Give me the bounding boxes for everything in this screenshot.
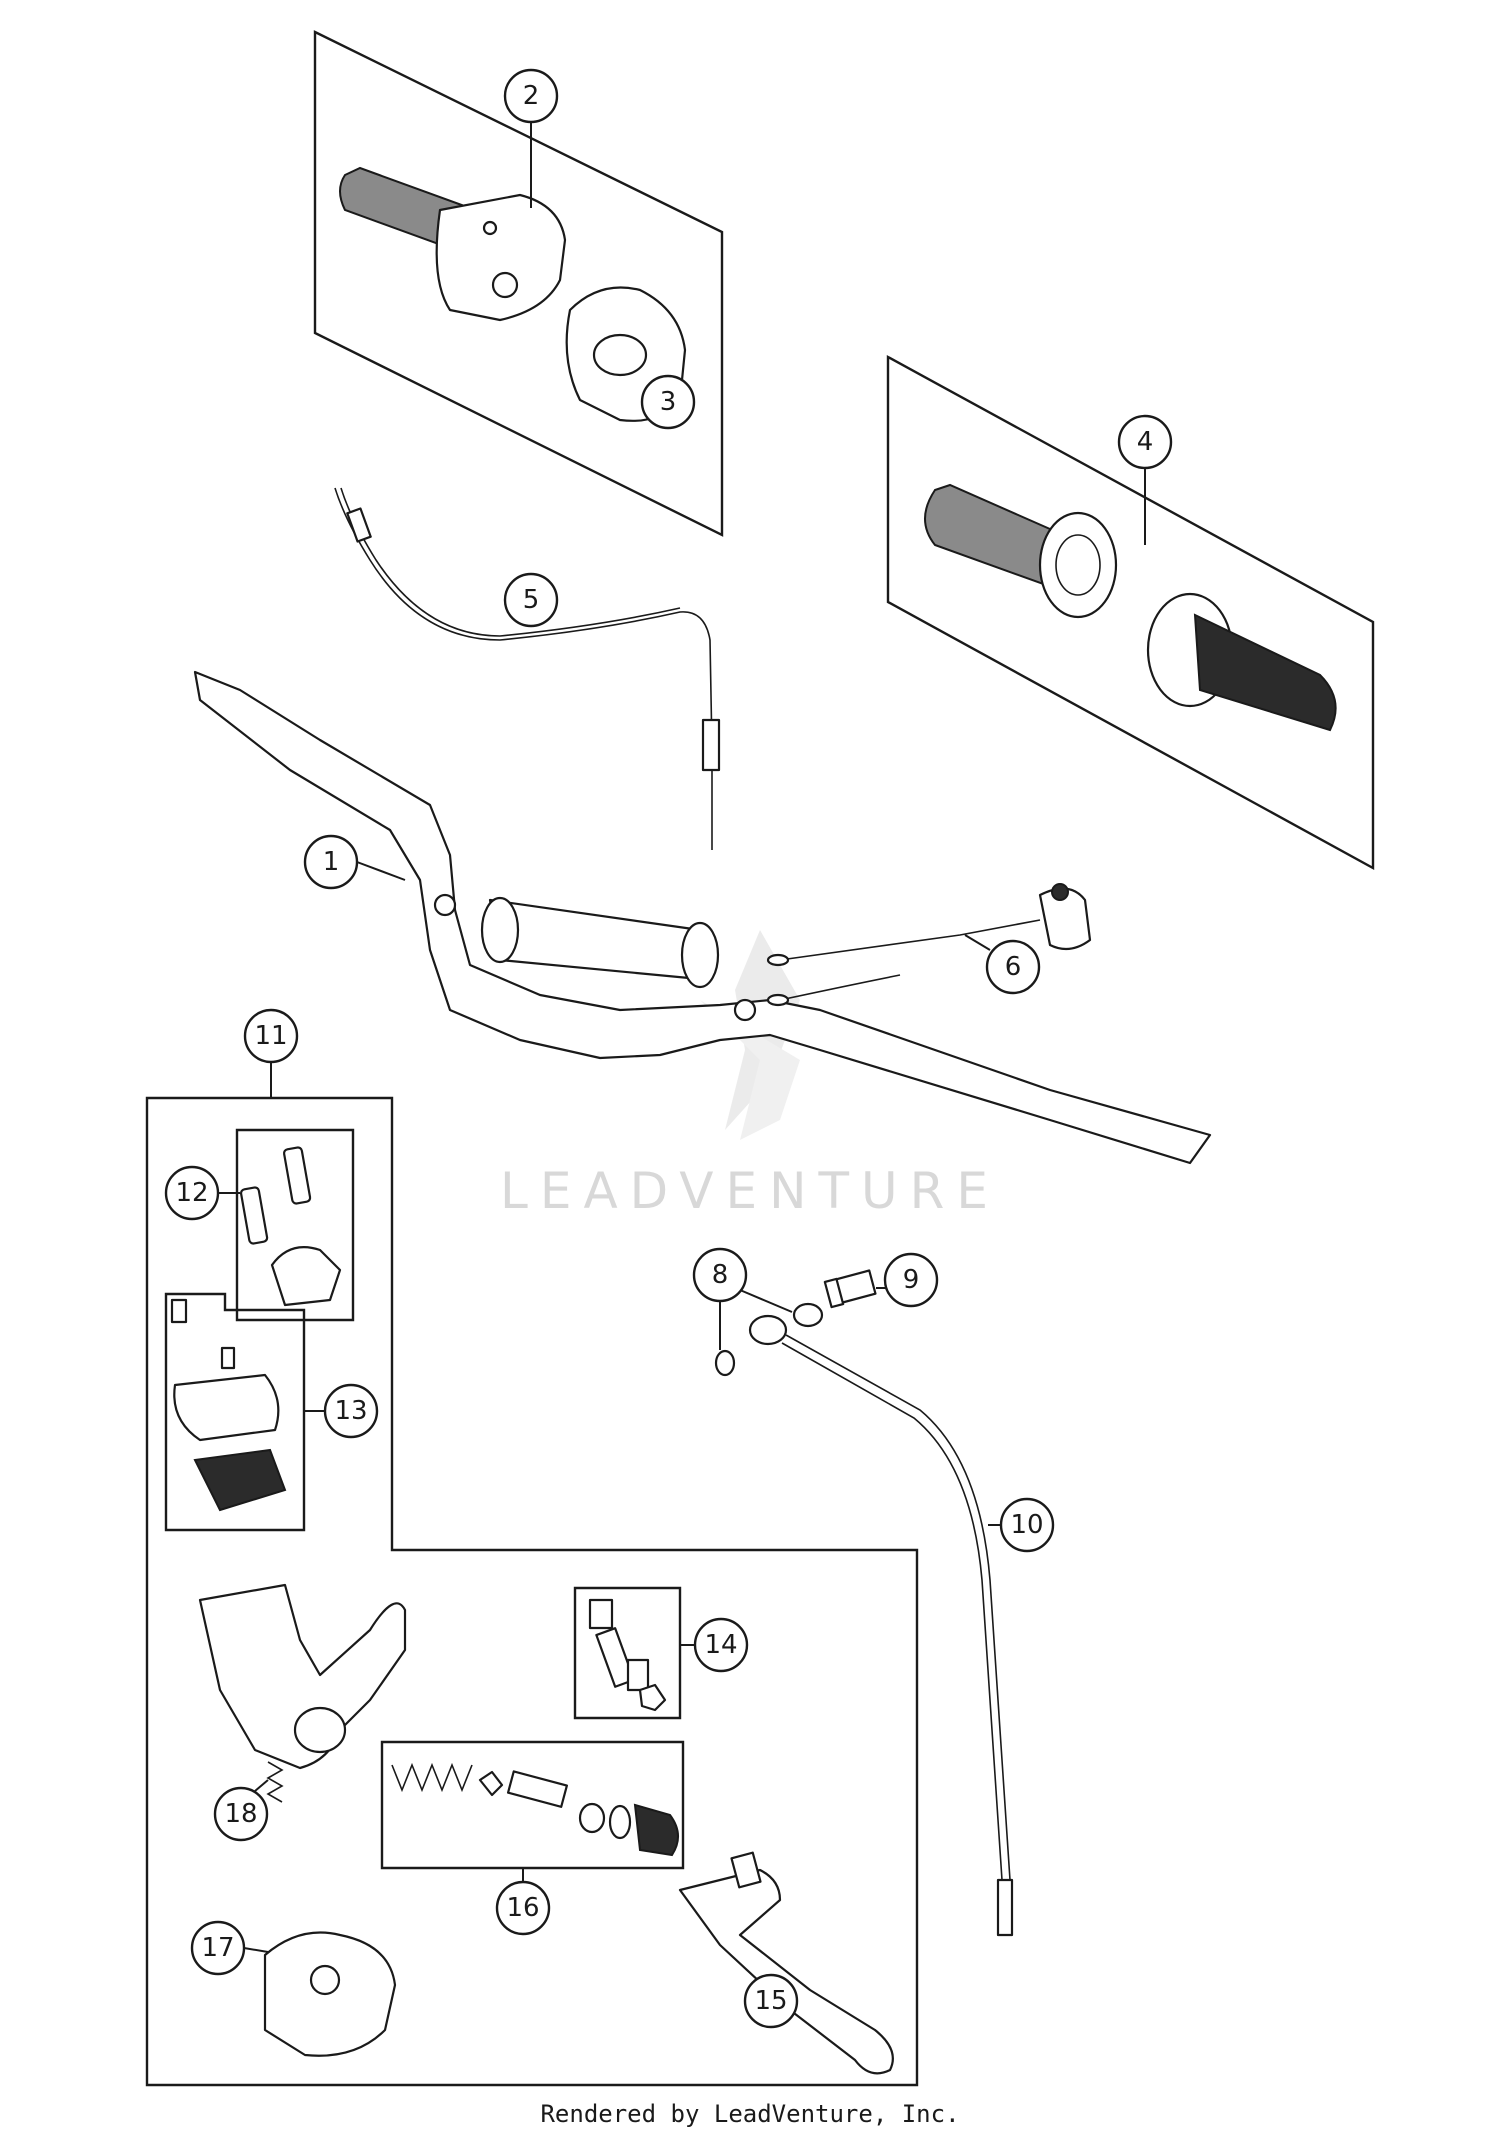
kill-switch-part (766, 883, 1092, 1007)
left-grip-part (924, 483, 1118, 619)
callout-15: 15 (743, 1973, 799, 2029)
throttle-cable-part (334, 487, 721, 850)
handlebar-part (193, 670, 1212, 1165)
dust-cover-part (263, 1931, 397, 2057)
callout-11: 11 (243, 1008, 299, 1064)
callout-14: 14 (693, 1617, 749, 1673)
throttle-panel (313, 30, 724, 537)
callout-9-label: 9 (903, 1265, 920, 1295)
callout-17: 17 (190, 1920, 246, 1976)
callout-5-label: 5 (523, 585, 540, 615)
clamp-part (239, 1146, 342, 1307)
callout-12: 12 (164, 1165, 220, 1221)
callout-14-label: 14 (704, 1630, 737, 1660)
callout-15-label: 15 (754, 1986, 787, 2016)
callout-5: 5 (503, 572, 559, 628)
piston-kit-subpanel (380, 1740, 685, 1870)
piston-kit-part (391, 1762, 679, 1857)
callout-8-label: 8 (712, 1260, 729, 1290)
brake-lever-part (678, 1851, 894, 2075)
callout-16: 16 (495, 1880, 551, 1936)
master-cylinder-part (198, 1583, 407, 1770)
credit-text: Rendered by LeadVenture, Inc. (540, 2100, 960, 2128)
callout-10: 10 (999, 1497, 1055, 1553)
reservoir-cover-part (170, 1298, 287, 1512)
reservoir-cover-subpanel (164, 1292, 306, 1532)
brake-hose-part (748, 1314, 1014, 1937)
callout-13: 13 (323, 1383, 379, 1439)
callout-10-label: 10 (1010, 1510, 1043, 1540)
callout-2: 2 (503, 68, 559, 124)
callout-18-label: 18 (224, 1799, 257, 1829)
washer-part (714, 1302, 824, 1377)
callout-13-label: 13 (334, 1396, 367, 1426)
callout-3: 3 (640, 374, 696, 430)
callout-6: 6 (985, 939, 1041, 995)
callout-1: 1 (303, 834, 359, 890)
callout-12-label: 12 (175, 1178, 208, 1208)
callout-18: 18 (213, 1786, 269, 1842)
throttle-grip-part (339, 166, 567, 322)
callout-9: 9 (883, 1252, 939, 1308)
callout-8: 8 (692, 1247, 748, 1303)
callout-1-label: 1 (323, 847, 340, 877)
callout-3-label: 3 (660, 387, 677, 417)
callout-6-label: 6 (1005, 952, 1022, 982)
clamp-subpanel (235, 1128, 355, 1322)
brake-master-panel (145, 1096, 919, 2087)
grips-panel (886, 354, 1375, 871)
spring-part (266, 1761, 284, 1803)
pivot-bolt-subpanel (573, 1586, 682, 1720)
callout-16-label: 16 (506, 1893, 539, 1923)
callout-4: 4 (1117, 414, 1173, 470)
banjo-bolt-part (823, 1269, 877, 1309)
right-grip-part (1146, 592, 1337, 732)
watermark-text: LEADVENTURE (500, 1162, 1000, 1220)
callout-11-label: 11 (254, 1021, 287, 1051)
pivot-bolt-part (588, 1598, 667, 1712)
callout-4-label: 4 (1137, 427, 1154, 457)
callout-2-label: 2 (523, 81, 540, 111)
callout-17-label: 17 (201, 1933, 234, 1963)
